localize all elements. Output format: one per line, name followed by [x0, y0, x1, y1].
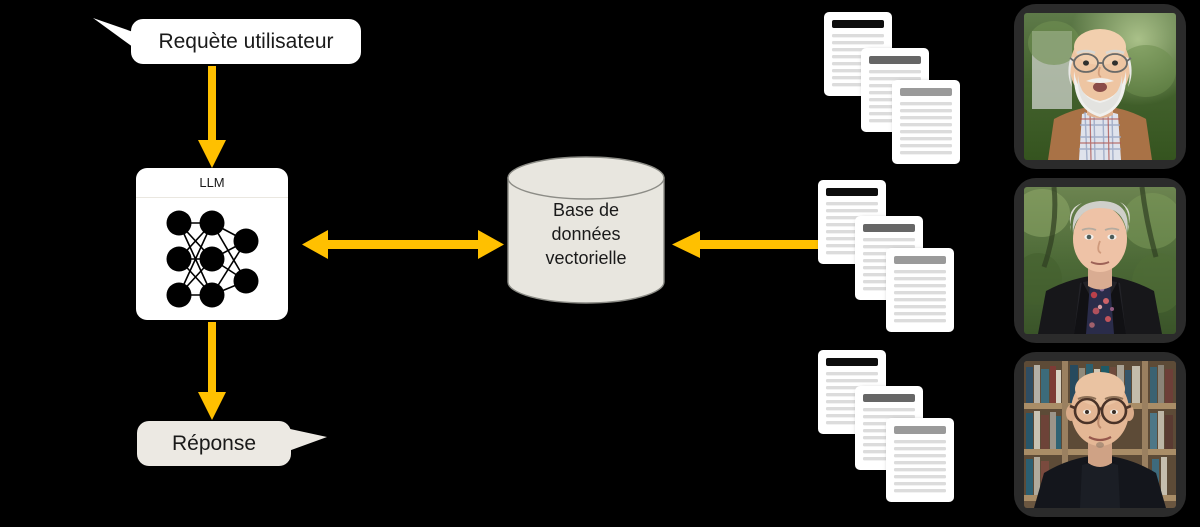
photo-card-2 [1014, 178, 1186, 343]
photo-1-image [1024, 13, 1176, 160]
arrow-query-to-llm [198, 66, 226, 168]
arrow-documents-to-database [672, 231, 820, 258]
arrow-llm-database-bidirectional [302, 230, 504, 259]
response-bubble-tail [281, 427, 327, 453]
query-bubble-tail [93, 18, 139, 50]
neural-network-icon [166, 210, 259, 308]
document-page-3 [886, 418, 954, 502]
document-stack-3 [818, 350, 954, 502]
photo-3-image [1024, 361, 1176, 508]
llm-box-title: LLM [136, 168, 288, 198]
response-bubble: Réponse [137, 421, 291, 466]
query-bubble: Requète utilisateur [131, 19, 361, 64]
document-page-3 [892, 80, 960, 164]
photo-card-1 [1014, 4, 1186, 169]
document-stack-1 [824, 12, 960, 164]
photo-card-3 [1014, 352, 1186, 517]
document-page-3 [886, 248, 954, 332]
arrow-llm-to-response [198, 322, 226, 420]
vector-database-cylinder [507, 156, 665, 304]
query-bubble-label: Requète utilisateur [158, 29, 334, 53]
document-stack-2 [818, 180, 954, 332]
llm-box: LLM [136, 168, 288, 320]
response-bubble-label: Réponse [171, 431, 257, 455]
photo-2-image [1024, 187, 1176, 334]
